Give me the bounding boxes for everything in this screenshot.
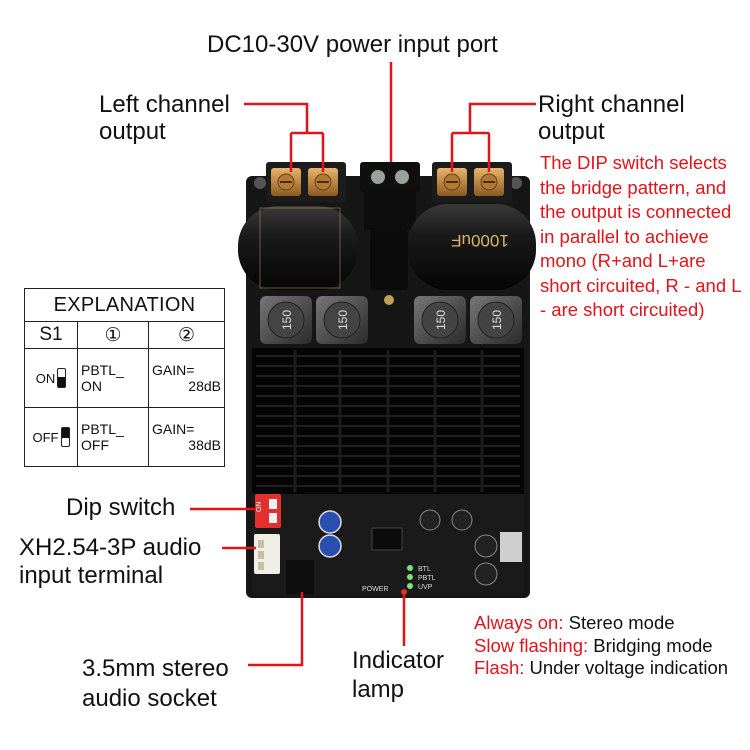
audio-socket-body: [286, 560, 314, 594]
svg-text:150: 150: [336, 310, 350, 330]
svg-text:POWER: POWER: [362, 586, 388, 593]
mount-hole: [510, 177, 522, 189]
inductor: 150: [470, 296, 522, 344]
xh-terminal: [254, 534, 280, 574]
small-capacitor: [318, 510, 342, 534]
table-row: ON PBTL_ ON GAIN= 28dB: [24, 348, 225, 408]
svg-text:PBTL: PBTL: [418, 575, 436, 582]
explanation-title: EXPLANATION: [24, 288, 225, 322]
audio-terminal-label: XH2.54-3P audio input terminal: [19, 534, 202, 589]
audio-socket-label: 3.5mm stereo audio socket: [82, 655, 229, 712]
right-terminal-block: [432, 162, 512, 202]
legend-item: Flash: Under voltage indication: [474, 657, 729, 678]
small-capacitor: [451, 509, 473, 531]
gain-cell: GAIN= 28dB: [148, 348, 225, 408]
mode-cell: PBTL_ ON: [77, 348, 149, 408]
left-terminal-block: [266, 162, 346, 202]
left-output-label: Left channel output: [99, 91, 230, 145]
header-2: ②: [148, 321, 225, 349]
svg-text:ON: ON: [256, 502, 263, 513]
power-plug: [370, 230, 408, 290]
header-s1: S1: [24, 321, 78, 349]
svg-text:150: 150: [434, 310, 448, 330]
small-capacitor: [419, 509, 441, 531]
gain-cell: GAIN= 38dB: [148, 407, 225, 467]
table-row: OFF PBTL_ OFF GAIN= 38dB: [24, 407, 225, 467]
legend-item: Slow flashing: Bridging mode: [474, 634, 713, 656]
inductor: 150: [316, 296, 368, 344]
switch-state-on: ON: [24, 348, 78, 408]
capacitor-label: 1000uF: [451, 231, 509, 250]
dip-switch: ON: [255, 494, 281, 528]
chip: [371, 527, 403, 551]
inductor: 150: [414, 296, 466, 344]
explanation-table: EXPLANATION S1 ① ② ON PBTL_ ON GAIN= 28d…: [24, 288, 225, 467]
dip-switch-note: The DIP switch selects the bridge patter…: [540, 152, 741, 320]
heatsink: [252, 348, 524, 494]
header-1: ①: [77, 321, 149, 349]
power-terminal: [360, 162, 420, 230]
small-capacitor: [474, 534, 498, 558]
switch-on-icon: [57, 368, 67, 388]
dip-switch-label: Dip switch: [66, 494, 176, 521]
callout-lines: [190, 62, 536, 667]
legend-item: Always on: Stereo mode: [474, 612, 675, 633]
indicator-legend: Always on: Stereo mode Slow flashing: Br…: [474, 612, 750, 680]
svg-text:BTL: BTL: [418, 566, 431, 573]
switch-off-icon: [60, 427, 70, 447]
svg-text:150: 150: [280, 310, 294, 330]
small-capacitor: [318, 534, 342, 558]
mount-hole: [254, 177, 266, 189]
mode-cell: PBTL_ OFF: [77, 407, 149, 467]
switch-state-off: OFF: [24, 407, 78, 467]
sensor-module: [500, 532, 522, 562]
capacitor-right: 1000uF: [408, 204, 536, 290]
capacitor-left: [238, 206, 358, 290]
power-port-label: DC10-30V power input port: [207, 31, 498, 58]
indicator-led: [401, 589, 407, 595]
small-capacitor: [474, 562, 498, 586]
right-output-label: Right channel output: [538, 91, 685, 145]
indicator-lamp-label: Indicator lamp: [352, 647, 445, 703]
inductor: 150: [260, 296, 312, 344]
svg-text:UVP: UVP: [418, 584, 433, 591]
svg-text:150: 150: [490, 310, 504, 330]
